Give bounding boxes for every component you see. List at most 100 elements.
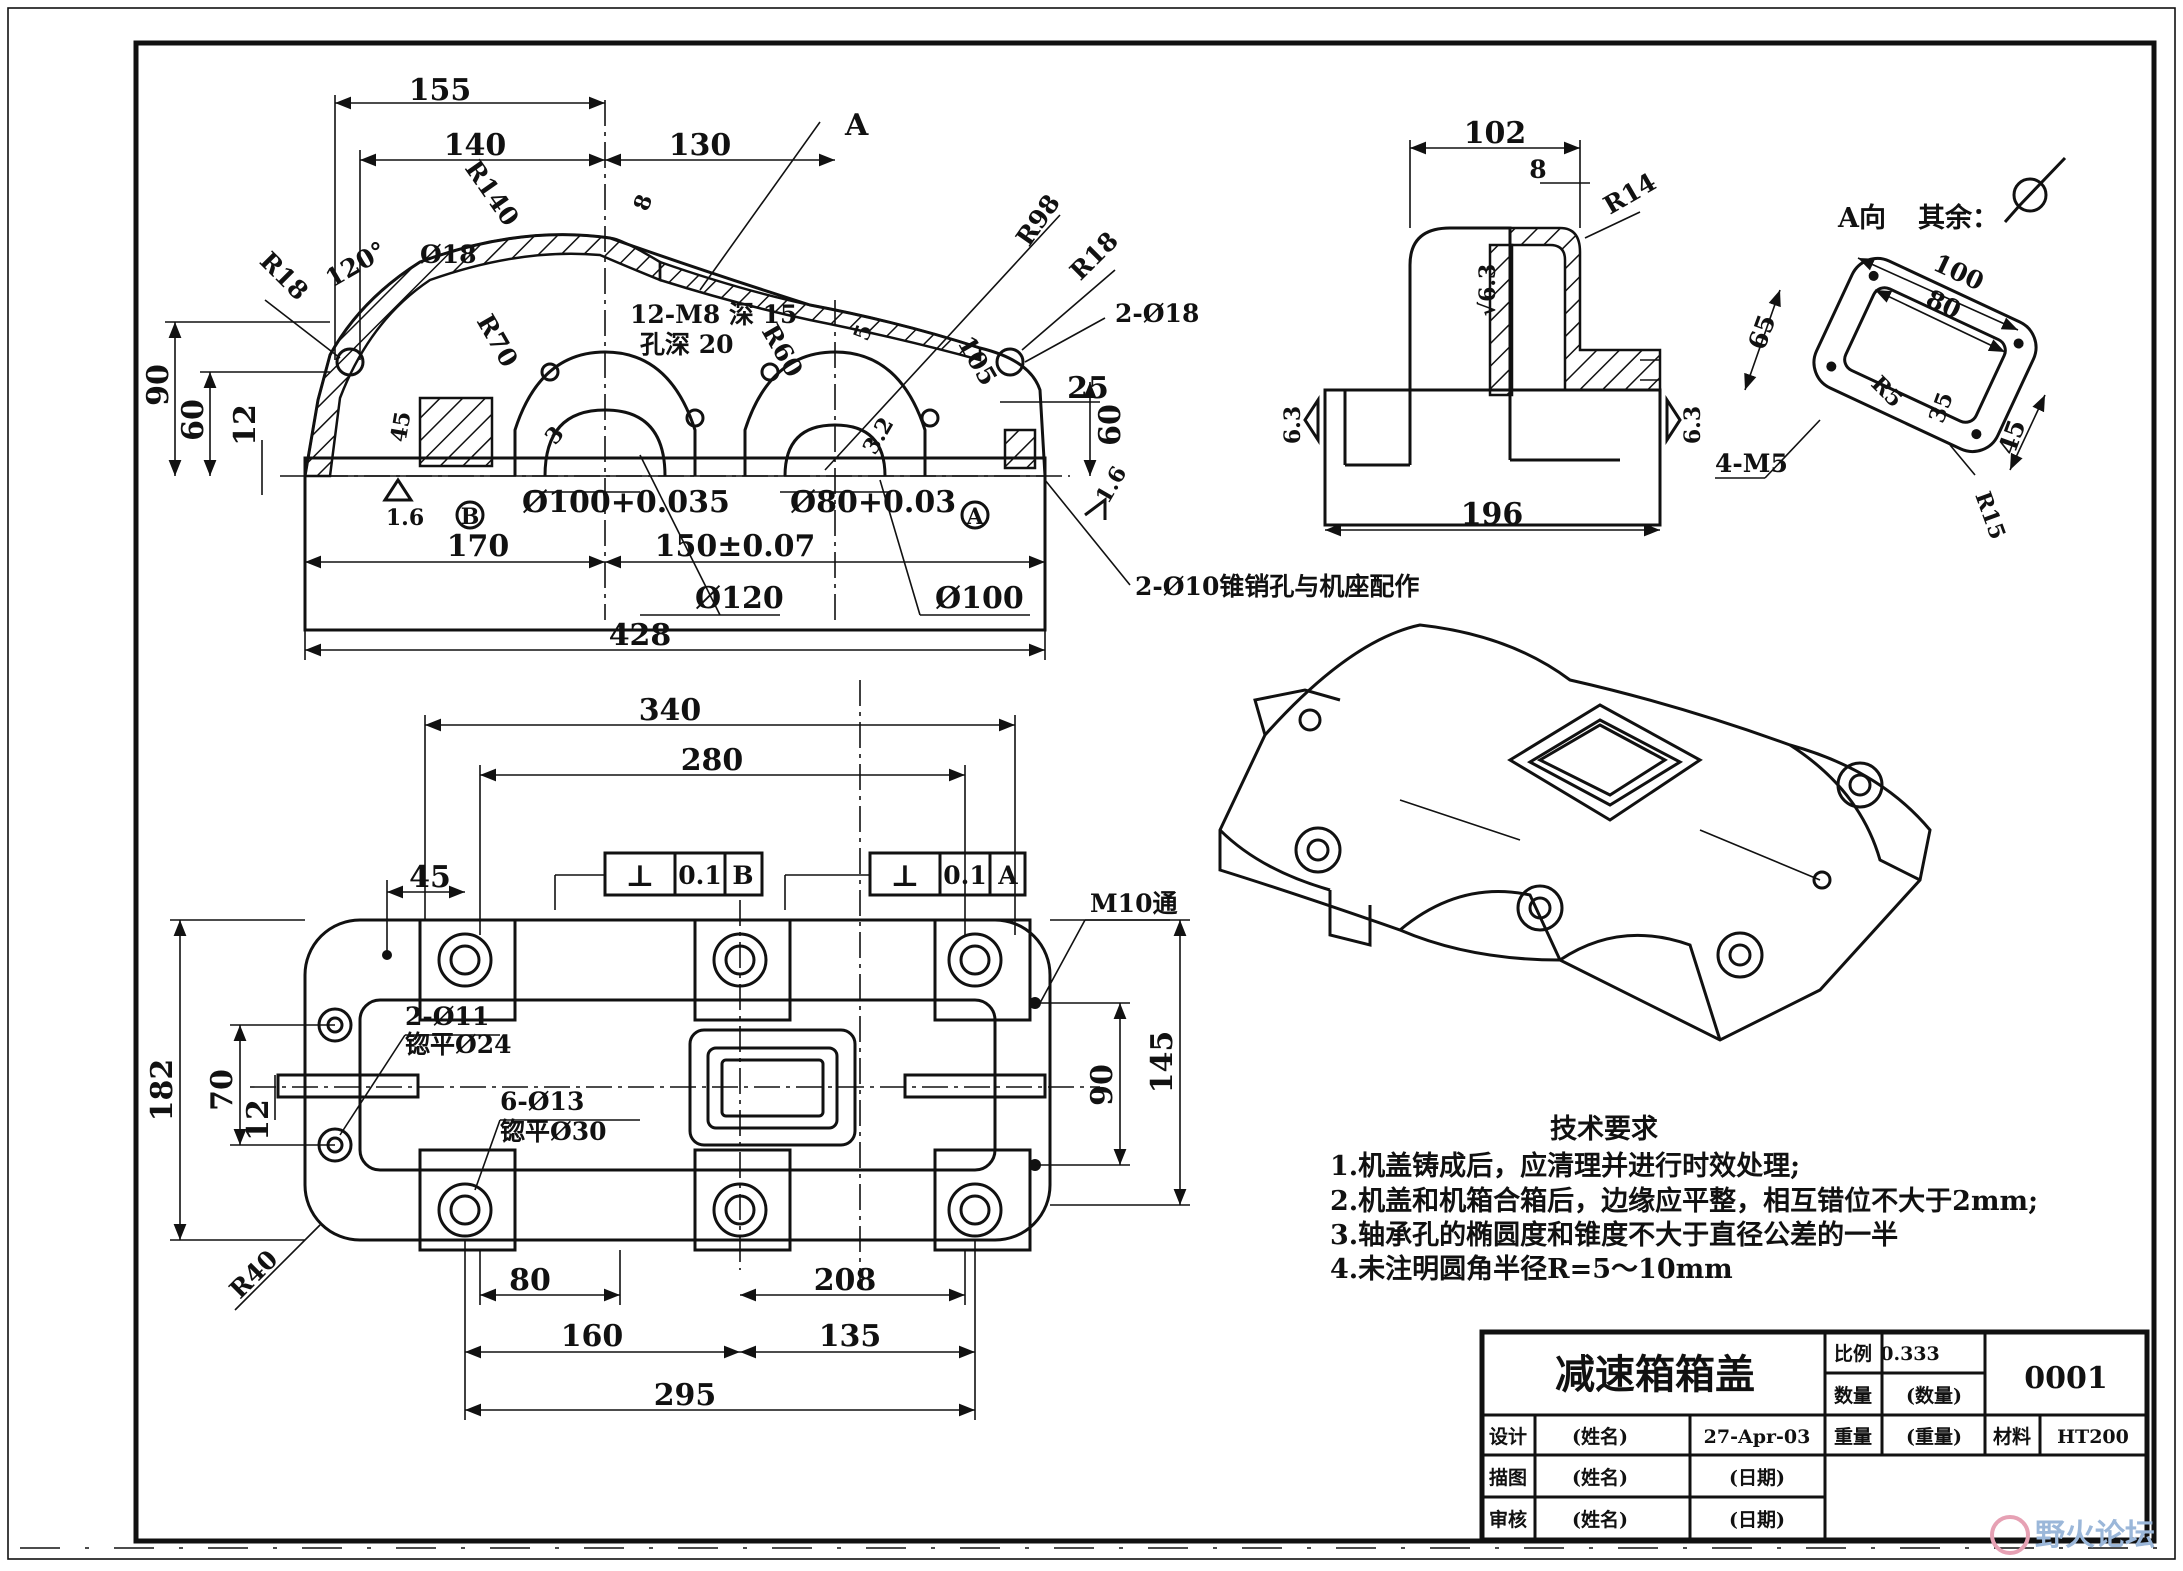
watermark-text: 野火论坛 xyxy=(2035,1518,2155,1553)
tolerance-frame-b: ⊥ 0.1 B xyxy=(603,851,764,897)
angle-120: 120° xyxy=(321,236,392,293)
detail-dim-45: 45 xyxy=(1992,416,2031,459)
rest-surface-symbol xyxy=(2012,177,2048,213)
datum-b-marker xyxy=(455,500,485,530)
top-spotface-24: 锪平Ø24 xyxy=(405,1030,512,1059)
detail-dim-65: 65 xyxy=(1742,311,1781,354)
radius-r18-left: R18 xyxy=(254,246,314,306)
roughness-symbol xyxy=(382,477,414,502)
title-checker-name: (姓名) xyxy=(1572,1508,1628,1531)
dim-105: 105 xyxy=(952,331,1003,391)
requirement-4: 4.未注明圆角半径R=5～10mm xyxy=(1330,1253,1733,1285)
top-dim-90: 90 xyxy=(1085,1064,1120,1106)
title-qty-label: 数量 xyxy=(1834,1384,1872,1407)
tol-b-symbol: ⊥ xyxy=(626,859,655,894)
dim-130: 130 xyxy=(669,128,732,163)
detail-dim-35: 35 xyxy=(1924,389,1959,427)
top-dim-45: 45 xyxy=(409,860,451,895)
radius-r140: R140 xyxy=(459,155,525,231)
top-dim-145: 145 xyxy=(1145,1031,1180,1094)
title-drawing-number: 0001 xyxy=(2024,1361,2108,1396)
title-scale-label: 比例 xyxy=(1834,1342,1872,1365)
dim-45: 45 xyxy=(386,409,417,444)
top-holes-6-d13: 6-Ø13 xyxy=(500,1087,584,1116)
rough-1-6: 1.6 xyxy=(386,505,424,531)
sheet-border xyxy=(7,7,2176,1560)
top-dim-182: 182 xyxy=(145,1059,180,1122)
title-designer-name: (姓名) xyxy=(1572,1425,1628,1448)
radius-r18-right: R18 xyxy=(1064,226,1124,286)
top-dim-12: 12 xyxy=(241,1099,276,1141)
tol-b-datum: B xyxy=(732,861,753,890)
top-dim-70: 70 xyxy=(205,1069,240,1111)
title-drafter-date: (日期) xyxy=(1729,1467,1785,1489)
thread-depth: 孔深 20 xyxy=(640,330,734,359)
dim-12: 12 xyxy=(228,404,263,446)
dim-150: 150±0.07 xyxy=(655,529,816,564)
top-dim-208: 208 xyxy=(814,1263,877,1298)
dim-140: 140 xyxy=(444,128,507,163)
tol-a-value: 0.1 xyxy=(943,861,987,890)
title-weight-value: (重量) xyxy=(1906,1426,1962,1448)
top-dim-340: 340 xyxy=(639,693,702,728)
dim-155: 155 xyxy=(409,73,472,108)
rough-3-2: 3.2 xyxy=(858,413,900,459)
title-checker-date: (日期) xyxy=(1729,1509,1785,1531)
dia-100: Ø100 xyxy=(935,581,1024,616)
detail-a-view: A向 其余： 100 80 65 35 45 R5 R15 4-M5 xyxy=(1715,156,2067,543)
side-dim-102: 102 xyxy=(1464,116,1527,151)
dim-170: 170 xyxy=(447,529,510,564)
top-view: ⊥ 0.1 B ⊥ 0.1 A 340 280 45 182 70 12 90 … xyxy=(145,680,1190,1420)
requirements-title: 技术要求 xyxy=(1550,1114,1658,1145)
tolerance-frame-a: ⊥ 0.1 A xyxy=(868,851,1027,897)
thread-callout: 12-M8 深 15 xyxy=(630,300,797,329)
dim-60-right: 60 xyxy=(1093,404,1128,446)
detail-a-title: A向 xyxy=(1837,202,1886,234)
side-rough-left: 6.3 xyxy=(1280,406,1306,444)
datum-a-letter: A xyxy=(965,504,984,530)
dim-60: 60 xyxy=(176,399,211,441)
top-dim-295: 295 xyxy=(654,1378,717,1413)
tol-a-datum: A xyxy=(997,861,1018,890)
bolt-holes xyxy=(317,932,1041,1238)
title-drafter-name: (姓名) xyxy=(1572,1466,1628,1489)
isometric-view xyxy=(1218,623,1932,1042)
hole-d18: Ø18 xyxy=(420,240,477,269)
datum-a-marker xyxy=(960,500,990,530)
detail-rest-label: 其余： xyxy=(1918,202,1999,234)
top-holes-2-d11: 2-Ø11 xyxy=(405,1002,489,1031)
dim-25: 25 xyxy=(1067,371,1109,406)
tol-a-symbol: ⊥ xyxy=(891,859,920,894)
bore-100: Ø100+0.035 xyxy=(522,485,730,520)
side-dim-8: 8 xyxy=(1529,155,1546,184)
requirement-3: 3.轴承孔的椭圆度和锥度不大于直径公差的一半 xyxy=(1330,1219,1898,1251)
requirement-2: 2.机盖和机箱合箱后，边缘应平整，相互错位不大于2mm; xyxy=(1330,1185,2038,1217)
datum-b-letter: B xyxy=(461,504,480,530)
holes-2-d18: 2-Ø18 xyxy=(1115,299,1199,328)
dim-8: 8 xyxy=(629,191,659,214)
top-spotface-30: 锪平Ø30 xyxy=(500,1117,607,1146)
bore-80: Ø80+0.03 xyxy=(790,485,956,520)
title-block: 减速箱箱盖 比例 0.333 0001 数量 (数量) 设计 (姓名) 27-A… xyxy=(1479,1329,2150,1543)
dim-90: 90 xyxy=(141,364,176,406)
title-scale-value: 0.333 xyxy=(1880,1343,1940,1365)
dim-428: 428 xyxy=(609,618,672,653)
title-material-value: HT200 xyxy=(2057,1426,2129,1448)
detail-radius-r15: R15 xyxy=(1969,488,2010,543)
dia-120: Ø120 xyxy=(695,581,784,616)
watermark: 野火论坛 xyxy=(1990,1515,2155,1555)
side-view: 102 8 196 6.3 6.3 √6.3 R14 xyxy=(1280,116,1706,537)
top-dim-80: 80 xyxy=(509,1263,551,1298)
pin-holes-note: 2-Ø10锥销孔与机座配作 xyxy=(1135,572,1419,601)
title-qty-value: (数量) xyxy=(1906,1384,1962,1407)
rough-1-6-right: 1.6 xyxy=(1091,462,1133,508)
top-dim-160: 160 xyxy=(561,1319,624,1354)
front-view: 155 140 130 90 60 12 170 150±0.07 428 25… xyxy=(141,73,1419,660)
side-radius-r14: R14 xyxy=(1599,167,1662,220)
title-checker-label: 审核 xyxy=(1489,1508,1527,1531)
top-radius-r40: R40 xyxy=(224,1244,284,1304)
dim-3: 3 xyxy=(540,421,570,449)
detail-thread-4m5: 4-M5 xyxy=(1715,449,1788,478)
top-dim-280: 280 xyxy=(681,743,744,778)
